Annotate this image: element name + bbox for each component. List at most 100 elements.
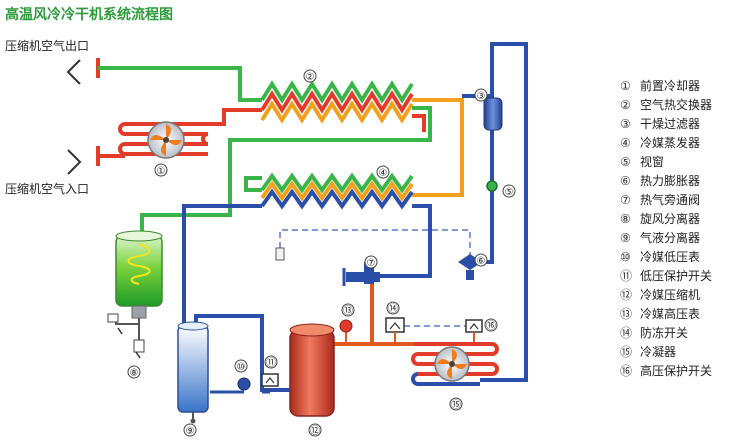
legend-item: ⑨ 气液分离器 <box>620 229 712 248</box>
legend-label: 高压保护开关 <box>640 364 713 378</box>
capillary-line <box>279 229 471 262</box>
svg-text:⑪: ⑪ <box>266 357 276 369</box>
anti-freeze-switch <box>385 317 405 344</box>
inlet-transfer-line <box>412 114 426 132</box>
cyclone-separator <box>107 230 163 359</box>
svg-text:⑬: ⑬ <box>343 305 353 317</box>
callout-9: ⑨ <box>183 423 197 437</box>
callout-11: ⑪ <box>264 355 278 369</box>
legend-label: 防冻开关 <box>640 326 689 340</box>
legend-item: ⑧ 旋风分离器 <box>620 210 712 229</box>
air-outlet-port <box>66 58 100 85</box>
refrigerant-compressor <box>289 323 335 417</box>
svg-text:⑭: ⑭ <box>388 303 398 315</box>
callout-14: ⑭ <box>386 301 400 315</box>
svg-text:④: ④ <box>379 168 388 179</box>
pre-cooler-fan <box>147 121 185 159</box>
callout-16: ⑯ <box>484 318 498 332</box>
callout-6: ⑥ <box>474 253 488 267</box>
hotgas-bypass-valve <box>342 262 380 286</box>
condenser-fan <box>434 346 470 382</box>
callout-2: ② <box>303 69 317 83</box>
sensor-bulb <box>275 247 285 261</box>
legend-num: ⑦ <box>620 193 631 207</box>
evaporator-air-in <box>244 176 262 192</box>
legend-num: ⑫ <box>620 288 633 302</box>
evaporator-outlet-line <box>352 204 432 278</box>
legend-num: ⑨ <box>620 231 631 245</box>
legend-item: ⑭ 防冻开关 <box>620 324 712 343</box>
legend-label: 冷凝器 <box>640 345 677 359</box>
air-heat-exchanger <box>260 80 414 124</box>
svg-text:⑫: ⑫ <box>310 425 320 437</box>
air-outlet-label: 压缩机空气出口 <box>5 39 90 53</box>
legend-label: 冷媒高压表 <box>640 307 701 321</box>
legend-num: ⑯ <box>620 364 633 378</box>
legend-label: 前置冷却器 <box>640 79 701 93</box>
svg-text:⑩: ⑩ <box>237 362 246 373</box>
legend-label: 热力膨胀器 <box>640 174 701 188</box>
legend-label: 冷媒蒸发器 <box>640 136 701 150</box>
svg-text:⑯: ⑯ <box>486 320 496 332</box>
legend-num: ⑧ <box>620 212 631 226</box>
pre-cooler-coil <box>118 108 262 156</box>
callout-13: ⑬ <box>341 303 355 317</box>
warm-transfer-line <box>140 106 432 236</box>
legend-item: ⑯ 高压保护开关 <box>620 362 712 381</box>
svg-text:⑧: ⑧ <box>130 368 139 379</box>
gl-to-compressor-line <box>194 314 290 392</box>
svg-text:⑥: ⑥ <box>477 256 486 267</box>
svg-text:③: ③ <box>477 91 486 102</box>
drying-filter <box>483 97 503 131</box>
hot-return-line <box>412 98 464 197</box>
callout-10: ⑩ <box>234 359 248 373</box>
legend-label: 干燥过滤器 <box>640 117 701 131</box>
refrigerant-evaporator <box>260 172 414 210</box>
high-pressure-gauge <box>339 319 353 344</box>
condenser-coil <box>411 342 499 386</box>
air-outlet-line <box>98 66 262 102</box>
legend-item: ③ 干燥过滤器 <box>620 115 712 134</box>
svg-text:①: ① <box>157 166 166 177</box>
callout-7: ⑦ <box>364 255 378 269</box>
legend-label: 冷媒低压表 <box>640 250 701 264</box>
callout-15: ⑮ <box>449 397 463 411</box>
svg-text:⑦: ⑦ <box>367 258 376 269</box>
legend-num: ⑤ <box>620 155 631 169</box>
legend-item: ⑮ 冷凝器 <box>620 343 712 362</box>
legend-num: ⑪ <box>620 269 633 283</box>
svg-text:⑤: ⑤ <box>505 187 514 198</box>
svg-text:②: ② <box>306 72 315 83</box>
legend-num: ④ <box>620 136 631 150</box>
legend-num: ⑭ <box>620 326 633 340</box>
filter-to-expansion-line <box>476 128 494 264</box>
low-pressure-gauge <box>237 377 251 391</box>
callout-3: ③ <box>474 88 488 102</box>
sight-glass <box>486 180 498 192</box>
callout-4: ④ <box>376 165 390 179</box>
low-pressure-switch <box>261 373 279 387</box>
legend-num: ⑬ <box>620 307 633 321</box>
legend-label: 旋风分离器 <box>640 212 701 226</box>
legend-label: 气液分离器 <box>640 231 701 245</box>
legend-label: 空气热交换器 <box>640 98 713 112</box>
air-inlet-port <box>67 146 100 175</box>
callout-8: ⑧ <box>127 365 141 379</box>
legend-num: ③ <box>620 117 631 131</box>
svg-text:⑨: ⑨ <box>186 426 195 437</box>
air-inlet-label: 压缩机空气入口 <box>5 182 90 196</box>
legend-item: ⑬ 冷媒高压表 <box>620 305 712 324</box>
page-title: 高温风冷冷干机系统流程图 <box>5 7 173 23</box>
callout-1: ① <box>154 163 168 177</box>
gas-liquid-separator <box>177 321 209 424</box>
legend-num: ⑮ <box>620 345 633 359</box>
callout-5: ⑤ <box>502 184 516 198</box>
